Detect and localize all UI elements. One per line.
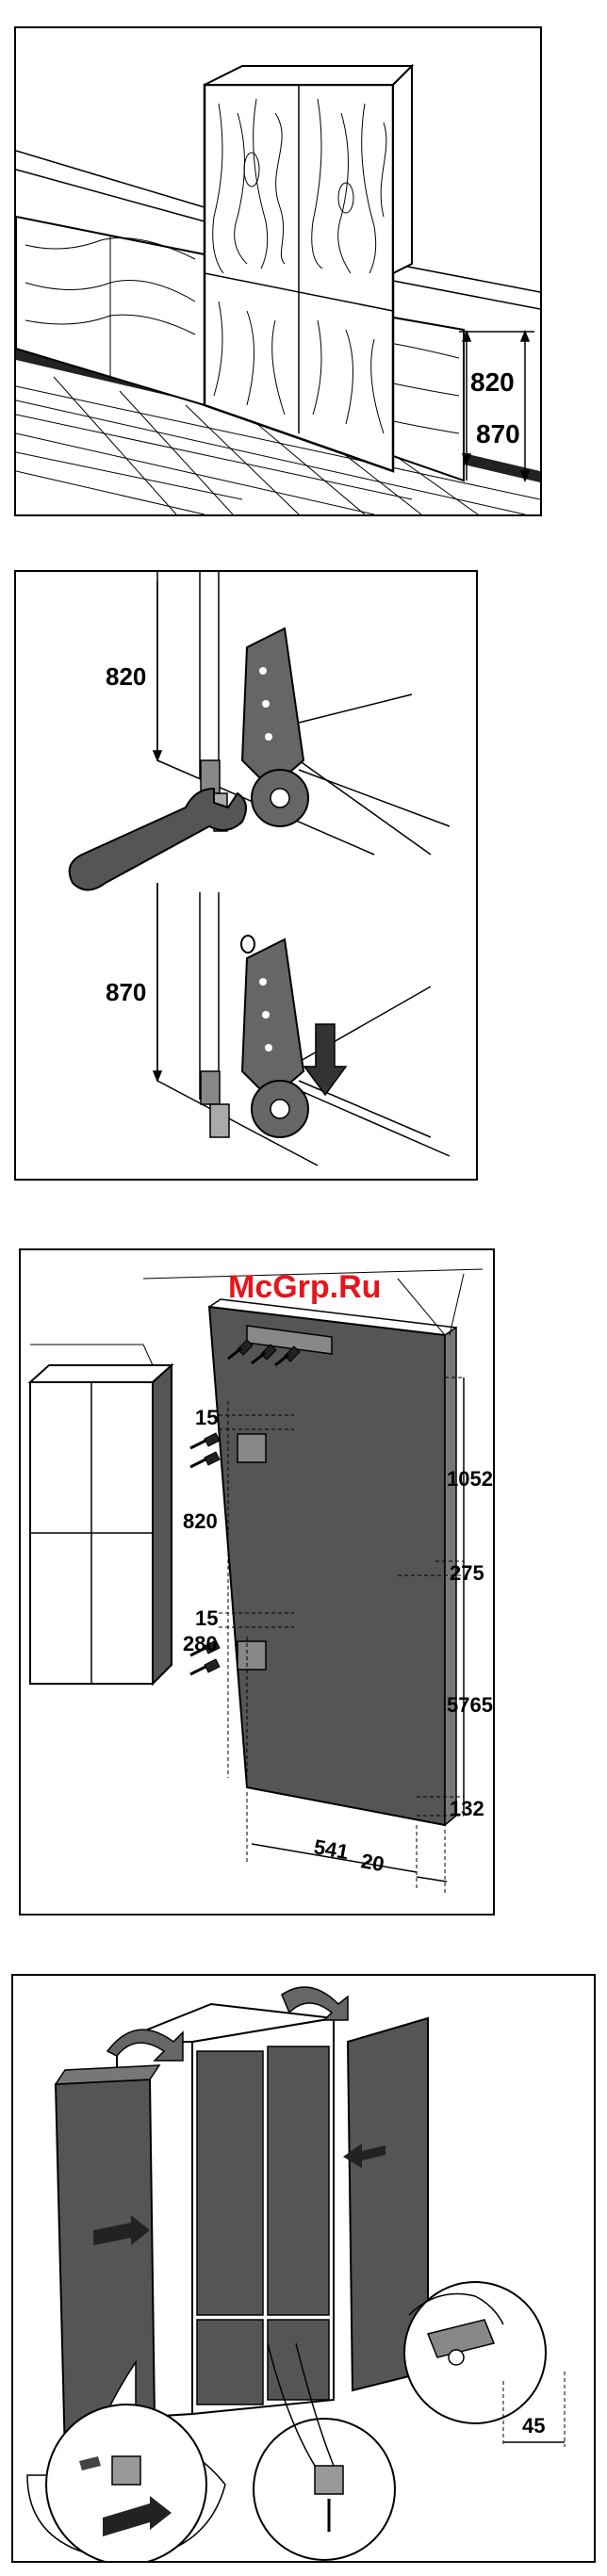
down-arrow-icon [304,1024,346,1095]
hinge-illustration: 820 870 [16,572,476,1179]
panel-2-hinge-adjust: 820 870 [14,570,478,1181]
dim-280: 280 [183,1632,218,1655]
upper-hinge [201,628,308,831]
dim-15-top: 15 [195,1406,218,1429]
lower-hinge-plate [238,1641,266,1670]
dim-820: 820 [183,1509,218,1533]
dim-541: 541 [312,1834,351,1864]
dim-15-bottom: 15 [195,1606,218,1630]
dim-820: 820 [470,367,515,397]
plinth-illustration: 820 870 [16,28,540,514]
panel-4-door-installation: 45 [11,1974,596,2563]
panel-1-plinth-height: 820 870 [14,26,542,516]
watermark: McGrp.Ru [228,1269,381,1305]
door-panel [209,1307,445,1825]
panel-3-door-dimensions: 15 820 15 280 1052 275 5765 132 541 20 M… [19,1248,495,1916]
wrench-icon [70,789,246,890]
dim-870: 870 [106,978,146,1006]
fridge-cabinet [30,1345,172,1684]
installation-illustration: 45 [13,1976,594,2561]
dim-820: 820 [106,662,146,691]
upper-hinge-plate [238,1434,266,1462]
dim-45: 45 [522,2414,545,2437]
dim-870: 870 [476,419,520,448]
dim-275: 275 [450,1561,484,1585]
dim-132: 132 [450,1797,484,1820]
dim-20: 20 [359,1849,386,1876]
door-dimension-illustration: 15 820 15 280 1052 275 5765 132 541 20 M… [21,1250,493,1914]
dim-5765: 5765 [447,1693,493,1717]
dim-1052: 1052 [447,1467,493,1491]
lower-hinge [201,936,308,1137]
